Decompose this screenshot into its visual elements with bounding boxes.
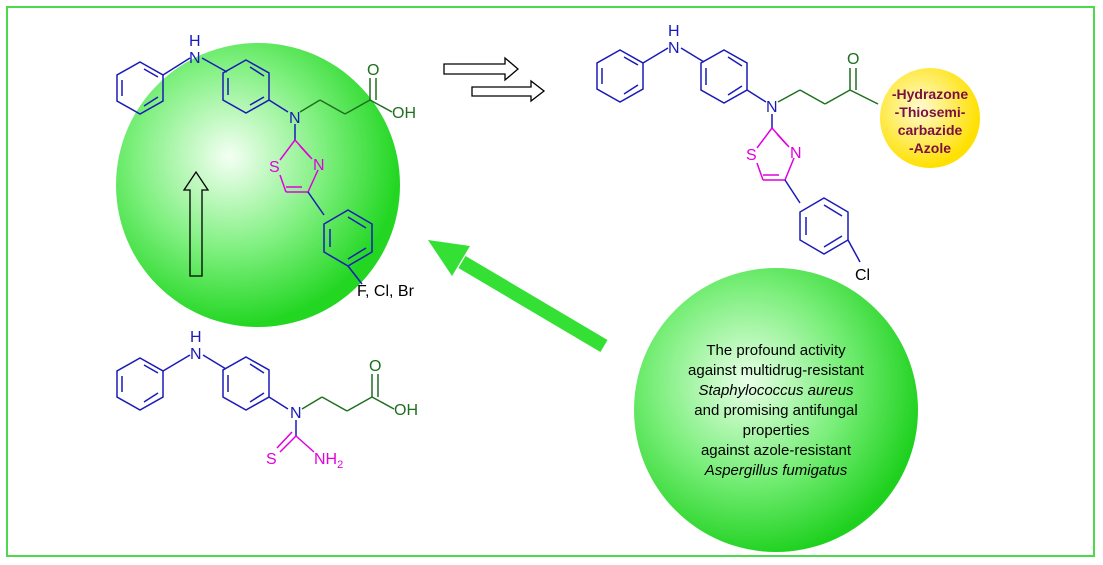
main-carbonyl-o: O bbox=[367, 62, 380, 79]
bottom-nh-h: H bbox=[190, 329, 202, 346]
activity-line-6: against azole-resistant bbox=[700, 442, 852, 459]
right-thiazole-s: S bbox=[746, 147, 757, 164]
bottom-nh-n: N bbox=[190, 346, 202, 363]
bottom-nh2: NH2 bbox=[314, 452, 343, 471]
bottom-nh2-text: NH bbox=[314, 451, 338, 468]
main-nh-n: N bbox=[189, 50, 201, 67]
activity-line-7: Aspergillus fumigatus bbox=[704, 462, 848, 479]
right-arrows-icon bbox=[443, 56, 546, 103]
derivative-carbazide: carbazide bbox=[897, 122, 963, 138]
green-arrow-icon bbox=[428, 240, 608, 353]
up-arrow-icon bbox=[182, 170, 210, 277]
main-structure bbox=[116, 57, 393, 285]
right-chlorine: Cl bbox=[855, 267, 871, 284]
activity-text: The profound activity against multidrug-… bbox=[636, 276, 916, 546]
right-thiazole-n: N bbox=[790, 145, 802, 162]
derivative-azole: -Azole bbox=[909, 140, 951, 156]
right-nh-n: N bbox=[668, 40, 680, 57]
activity-line-1: The profound activity bbox=[706, 342, 846, 359]
main-thiazole-n: N bbox=[313, 157, 325, 174]
right-nh-h: H bbox=[668, 23, 680, 40]
derivative-hydrazone: -Hydrazone bbox=[891, 86, 969, 102]
bottom-amine-n: N bbox=[290, 405, 302, 422]
main-amine-n: N bbox=[289, 110, 301, 127]
bottom-sulfur: S bbox=[266, 451, 277, 468]
derivative-thiosemi: -Thiosemi- bbox=[894, 104, 966, 120]
bottom-nh2-sub: 2 bbox=[337, 459, 344, 472]
derivatives-sphere bbox=[880, 68, 980, 168]
bottom-structure bbox=[116, 354, 395, 453]
right-amine-n: N bbox=[766, 99, 778, 116]
activity-sphere bbox=[634, 268, 918, 552]
right-carbonyl-o: O bbox=[847, 51, 860, 68]
activity-line-2: against multidrug-resistant bbox=[688, 362, 864, 379]
bottom-carbonyl-o: O bbox=[369, 358, 382, 375]
main-scaffold-sphere bbox=[116, 43, 400, 327]
activity-line-5: properties bbox=[742, 422, 810, 439]
bottom-oh: OH bbox=[394, 402, 418, 419]
main-oh: OH bbox=[392, 105, 416, 122]
main-halogens: F, Cl, Br bbox=[357, 283, 414, 300]
activity-line-4: and promising antifungal bbox=[694, 402, 858, 419]
activity-line-3: Staphylococcus aureus bbox=[698, 382, 854, 399]
right-structure bbox=[596, 47, 879, 263]
main-nh-h: H bbox=[189, 33, 201, 50]
main-thiazole-s: S bbox=[269, 159, 280, 176]
derivatives-label: -Hydrazone -Thiosemi- carbazide -Azole bbox=[878, 72, 982, 170]
outer-frame bbox=[6, 6, 1095, 557]
